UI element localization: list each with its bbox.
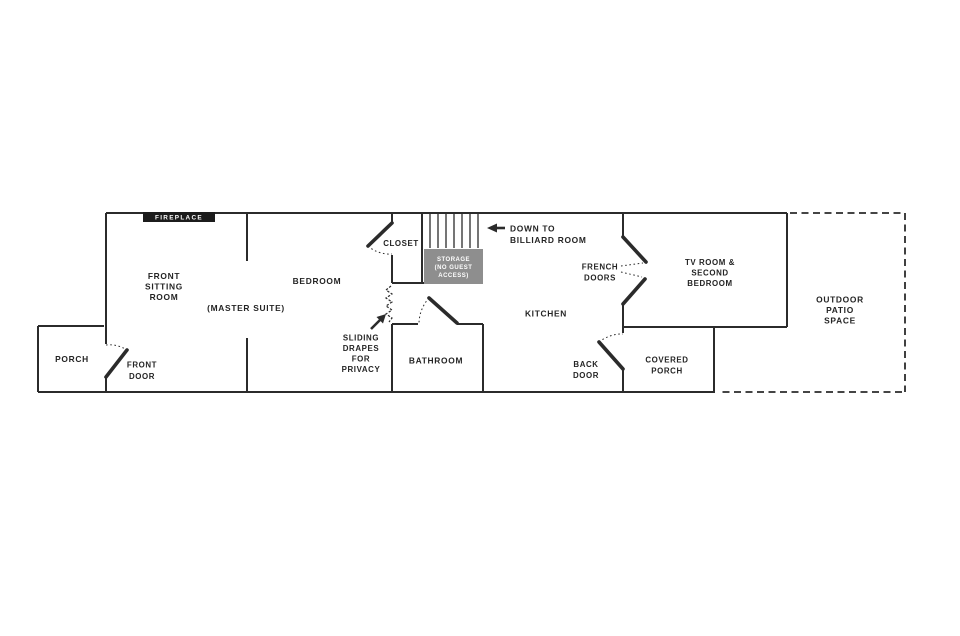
svg-text:(NO GUEST: (NO GUEST <box>435 265 473 271</box>
left-arrow-icon <box>487 223 497 233</box>
closet-door-leaf <box>366 221 394 248</box>
exterior-walls <box>37 212 788 393</box>
closet-door-swing-arc <box>367 245 393 255</box>
svg-text:BILLIARD ROOM: BILLIARD ROOM <box>510 235 587 245</box>
front-door-swing-arc <box>105 344 128 351</box>
sliding-drapes-zigzag <box>384 285 394 323</box>
svg-text:BEDROOM: BEDROOM <box>687 279 732 288</box>
stairs-note-label: DOWN TO BILLIARD ROOM <box>510 224 587 246</box>
svg-text:DOOR: DOOR <box>129 372 155 381</box>
master-suite-label: (MASTER SUITE) <box>207 303 285 313</box>
svg-text:PORCH: PORCH <box>651 367 683 376</box>
svg-text:FRONT: FRONT <box>127 361 157 370</box>
up-right-arrow-icon <box>376 314 386 324</box>
svg-text:ACCESS): ACCESS) <box>438 273 469 279</box>
fireplace-box <box>143 212 215 222</box>
outdoor-patio-label: OUTDOOR PATIO SPACE <box>816 295 864 326</box>
storage-box <box>424 249 483 284</box>
bathroom-door-swing-arc <box>418 297 430 324</box>
bedroom-label: BEDROOM <box>293 276 342 286</box>
up-right-arrow-shaft <box>370 319 381 330</box>
svg-text:STORAGE: STORAGE <box>437 257 470 263</box>
back-door-label: BACK DOOR <box>573 360 599 380</box>
front-door-label: FRONT DOOR <box>127 361 157 382</box>
front-door-leaf <box>104 348 129 379</box>
svg-text:DRAPES: DRAPES <box>343 344 379 353</box>
closet-label: CLOSET <box>383 239 419 248</box>
front-sitting-room-label: FRONT SITTING ROOM <box>145 271 183 302</box>
svg-text:COVERED: COVERED <box>645 356 688 365</box>
svg-text:PATIO: PATIO <box>826 305 854 315</box>
stair-tread-lines <box>429 214 479 248</box>
storage-label: STORAGE (NO GUEST ACCESS) <box>435 257 473 279</box>
french-door-upper-leaf <box>621 235 648 264</box>
svg-text:SITTING: SITTING <box>145 282 183 292</box>
bathroom-walls <box>391 323 484 392</box>
fireplace-label: FIREPLACE <box>155 215 203 222</box>
svg-text:PRIVACY: PRIVACY <box>342 365 381 374</box>
svg-text:SLIDING: SLIDING <box>343 334 379 343</box>
svg-text:FRONT: FRONT <box>148 271 181 281</box>
doors <box>104 221 648 379</box>
svg-text:DOWN TO: DOWN TO <box>510 224 555 234</box>
sliding-drapes-label: SLIDING DRAPES FOR PRIVACY <box>342 334 381 375</box>
svg-text:FRENCH: FRENCH <box>582 263 618 272</box>
covered-porch-label: COVERED PORCH <box>645 356 688 376</box>
tv-room-label: TV ROOM & SECOND BEDROOM <box>685 258 735 288</box>
svg-text:SPACE: SPACE <box>824 316 856 326</box>
porch-label: PORCH <box>55 354 89 364</box>
bathroom-door-leaf <box>427 296 459 325</box>
svg-text:DOOR: DOOR <box>573 371 599 380</box>
french-door-lower-leaf <box>621 277 647 306</box>
svg-text:OUTDOOR: OUTDOOR <box>816 295 864 305</box>
bathroom-label: BATHROOM <box>409 356 463 366</box>
kitchen-label: KITCHEN <box>525 309 567 319</box>
drapes-arrow <box>370 314 386 330</box>
interior-walls <box>246 213 787 392</box>
porch-walls <box>37 325 104 392</box>
billiard-arrow <box>487 223 505 233</box>
french-doors-label: FRENCH DOORS <box>582 263 618 283</box>
outdoor-patio-dashed-outline <box>718 212 906 393</box>
svg-text:SECOND: SECOND <box>691 269 728 278</box>
back-door-leaf <box>597 340 625 371</box>
svg-text:TV ROOM &: TV ROOM & <box>685 258 735 267</box>
back-door-swing-arc <box>598 333 624 343</box>
svg-text:ROOM: ROOM <box>150 292 179 302</box>
svg-text:FOR: FOR <box>352 355 370 364</box>
french-doors-leader-lines <box>620 262 644 278</box>
svg-text:BACK: BACK <box>573 360 598 369</box>
staircase-treads <box>429 214 479 248</box>
svg-text:DOORS: DOORS <box>584 274 616 283</box>
